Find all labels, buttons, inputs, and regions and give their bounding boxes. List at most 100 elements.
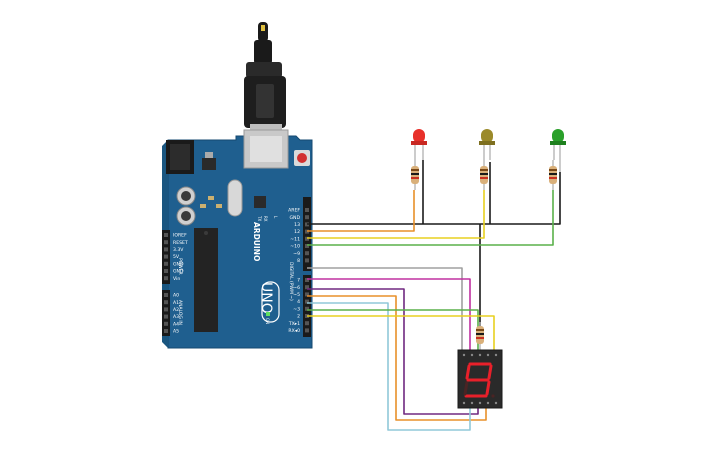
analog-pin-label: A0	[173, 293, 179, 299]
wire-pin5-display	[307, 295, 487, 421]
analog-label: ANALOG IN	[177, 300, 183, 325]
segment-f	[465, 364, 471, 380]
power-pin-socket[interactable]	[164, 276, 168, 281]
power-analog-pin-sockets[interactable]	[164, 233, 168, 333]
tx-label: TX	[257, 215, 262, 221]
analog-pin-socket[interactable]	[164, 307, 168, 312]
digital-pin-label: ~9	[293, 251, 300, 257]
atmega-chip	[194, 228, 218, 332]
digital-pin-label: 4	[297, 299, 300, 305]
digital-pin-label: 2	[297, 314, 300, 320]
l-label: L	[273, 216, 278, 219]
voltage-regulator	[202, 158, 216, 170]
digital-pin-socket[interactable]	[305, 285, 309, 290]
digital-pin-socket[interactable]	[305, 321, 309, 326]
digital-pin-socket[interactable]	[305, 278, 309, 282]
display-segments	[463, 362, 495, 398]
segment-dp	[491, 394, 495, 398]
seven-segment-display[interactable]	[457, 349, 503, 409]
power-pin-label: RESET	[173, 240, 188, 246]
digital-pin-label: 12	[294, 229, 300, 235]
wire-gnd-green-led	[307, 172, 561, 225]
wire-pin7-display	[307, 278, 471, 352]
chip-notch	[204, 231, 208, 235]
digital-header-top	[303, 197, 311, 271]
usb-cable	[244, 22, 286, 142]
digital-pin-label: ~6	[293, 285, 300, 291]
analog-pin-label: A1	[173, 300, 179, 306]
digital-pin-label: RX◂0	[288, 328, 300, 334]
display-pin-bottom	[478, 401, 482, 405]
resistor-yellow-led[interactable]	[480, 160, 488, 190]
digital-pin-socket[interactable]	[305, 244, 309, 248]
segment-c	[485, 380, 491, 396]
analog-pin-socket[interactable]	[164, 314, 168, 319]
analog-header	[162, 290, 170, 336]
power-label: POWER	[177, 258, 183, 275]
analog-pin-socket[interactable]	[164, 300, 168, 305]
digital-pin-socket[interactable]	[305, 236, 309, 241]
digital-pin-socket[interactable]	[305, 292, 309, 297]
power-pin-socket[interactable]	[164, 247, 168, 252]
wires	[307, 160, 561, 431]
segment-e	[463, 380, 469, 396]
power-pin-label: GND	[173, 261, 184, 267]
analog-pin-socket[interactable]	[164, 293, 168, 297]
power-pin-socket[interactable]	[164, 240, 168, 245]
power-pin-socket[interactable]	[164, 254, 168, 259]
power-pin-label: 5V	[173, 254, 180, 260]
power-pin-label: GND	[173, 269, 184, 275]
digital-pin-label: 13	[294, 222, 300, 228]
resistor-red-led[interactable]	[411, 160, 419, 190]
digital-pin-label: 7	[297, 278, 300, 284]
digital-header-bottom	[303, 275, 311, 337]
digital-pin-socket[interactable]	[305, 208, 309, 212]
digital-pin-socket[interactable]	[305, 299, 309, 304]
digital-pin-socket[interactable]	[305, 328, 309, 333]
regulator-tab	[205, 152, 213, 158]
usb-chip	[254, 196, 266, 208]
power-pin-socket[interactable]	[164, 233, 168, 237]
display-pin-dots	[462, 353, 498, 405]
digital-pin-socket[interactable]	[305, 251, 309, 256]
digital-pin-socket[interactable]	[305, 215, 309, 220]
green-led[interactable]	[550, 129, 566, 172]
digital-pin-socket[interactable]	[305, 306, 309, 311]
digital-pin-label: 8	[297, 258, 300, 264]
analog-pin-socket[interactable]	[164, 329, 168, 333]
display-pin-top	[486, 353, 490, 357]
wire-pin6-display	[307, 288, 479, 415]
digital-pin-label: GND	[289, 215, 300, 221]
digital-pin-label: AREF	[288, 208, 300, 214]
analog-pin-label: A4	[173, 321, 179, 327]
digital-pin-label: ~10	[290, 244, 300, 250]
resistor-green-led[interactable]	[549, 160, 557, 190]
brand-label: ARDUINO	[252, 222, 261, 261]
power-pin-socket[interactable]	[164, 261, 168, 266]
model-label: UNO	[258, 282, 274, 314]
smd-part-2	[200, 204, 206, 208]
yellow-led[interactable]	[479, 129, 495, 160]
power-pin-socket[interactable]	[164, 269, 168, 273]
resistor-display[interactable]	[476, 322, 484, 352]
reset-button-cap[interactable]	[297, 153, 307, 163]
wire-pin2-display	[307, 315, 495, 352]
wire-pin11-green-led	[307, 190, 554, 246]
red-led[interactable]	[411, 129, 427, 160]
analog-pin-socket[interactable]	[164, 321, 168, 326]
led-group	[411, 129, 566, 190]
wire-pin4-display	[307, 302, 471, 431]
digital-pin-label: ~11	[290, 236, 300, 242]
on-label: ON	[265, 318, 270, 324]
arduino-uno-board[interactable]: ARDUINO UNO DIGITAL (PWM ~) POWER ANALOG…	[162, 129, 313, 349]
digital-pin-socket[interactable]	[305, 258, 309, 263]
digital-pin-label: TX▸1	[288, 321, 300, 327]
smd-part-1	[208, 196, 214, 200]
digital-pin-label: ~3	[293, 306, 300, 312]
display-pin-bottom	[470, 401, 474, 405]
power-pin-label: 3.3V	[173, 247, 184, 253]
capacitor-1-top	[181, 191, 191, 201]
